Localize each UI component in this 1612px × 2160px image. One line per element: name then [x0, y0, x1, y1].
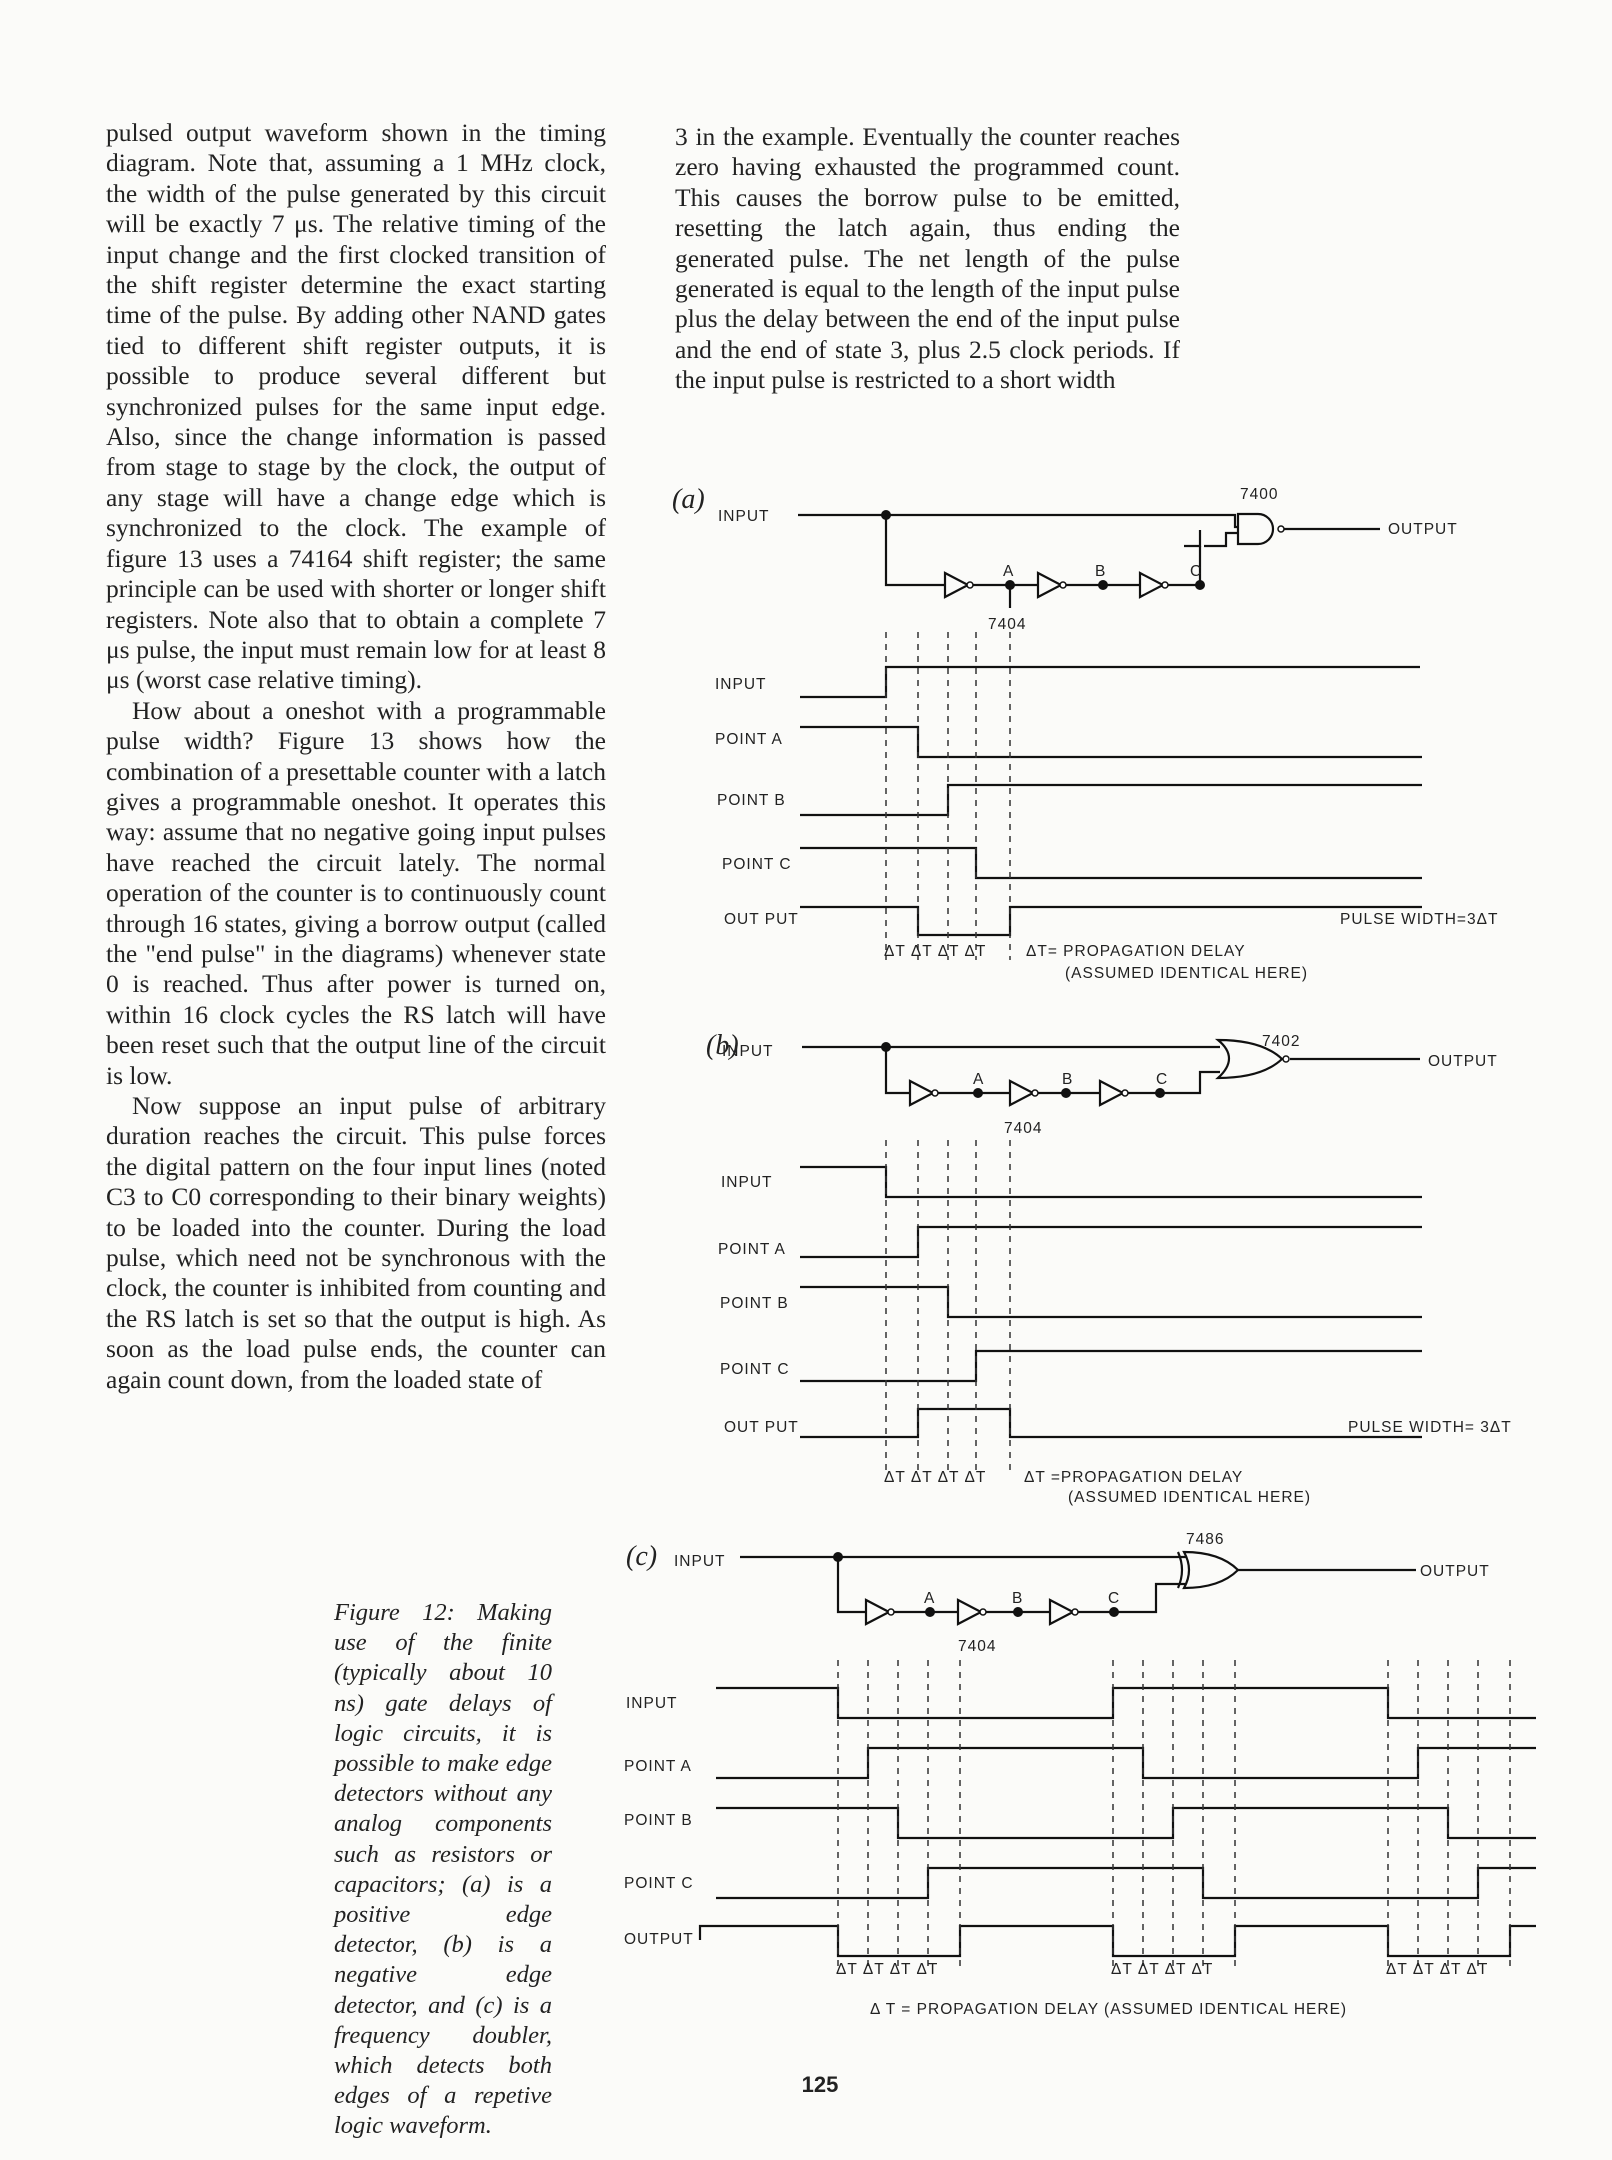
diagram-b-node-b: B [1062, 1071, 1073, 1088]
diagram-a-waveforms [800, 665, 1422, 937]
diagram-b-signal-input: INPUT [721, 1174, 773, 1191]
diagram-a-label: (a) [672, 484, 705, 515]
diagram-a-signal-point-a: POINT A [715, 731, 783, 748]
diagram-b-input-label: INPUT [722, 1043, 774, 1060]
diagram-b-waveforms [800, 1165, 1422, 1439]
diagram-c-delta-ticks-1: ΔT ΔT ΔT ΔT [836, 1961, 938, 1978]
diagram-a-gate-label: 7400 [1240, 486, 1278, 503]
left-text-column: pulsed output waveform shown in the timi… [106, 118, 606, 1395]
diagram-a-signal-output: OUT PUT [724, 911, 799, 928]
left-paragraph-1: pulsed output waveform shown in the timi… [106, 118, 606, 695]
diagram-b-output-label: OUTPUT [1428, 1053, 1498, 1070]
diagram-c-node-b: B [1012, 1590, 1023, 1607]
right-text-column: 3 in the example. Eventually the counter… [675, 122, 1180, 396]
diagram-c-output-label: OUTPUT [1420, 1563, 1490, 1580]
diagram-b-gate-label: 7402 [1262, 1033, 1300, 1050]
diagram-c-input-label: INPUT [674, 1553, 726, 1570]
diagram-a-note-2: (ASSUMED IDENTICAL HERE) [1065, 965, 1308, 982]
diagram-c-signal-point-c: POINT C [624, 1875, 694, 1892]
diagram-a-delta-ticks: ΔT ΔT ΔT ΔT [884, 943, 986, 960]
diagram-b-pulse-width: PULSE WIDTH= 3ΔT [1348, 1419, 1512, 1436]
diagram-a-signal-point-c: POINT C [722, 856, 792, 873]
diagram-c-label: (c) [626, 1541, 657, 1572]
diagram-b-circuit [802, 1038, 1420, 1107]
figure-caption: Figure 12: Making use of the finite (typ… [334, 1599, 552, 2140]
diagram-c-node-c: C [1108, 1590, 1120, 1607]
diagram-c-delta-ticks-2: ΔT ΔT ΔT ΔT [1111, 1961, 1213, 1978]
diagram-a-output-label: OUTPUT [1388, 521, 1458, 538]
diagram-a-input-label: INPUT [718, 508, 770, 525]
diagram-b: (b) INPUT 7402 OUTPUT 7404 A B C INPUT [706, 1030, 1512, 1506]
diagram-b-signal-point-a: POINT A [718, 1241, 786, 1258]
diagram-c-signal-point-b: POINT B [624, 1812, 693, 1829]
diagram-b-delta-ticks: ΔT ΔT ΔT ΔT [884, 1469, 986, 1486]
left-paragraph-2: How about a oneshot with a programmable … [106, 695, 606, 1090]
diagram-a-pulse-width: PULSE WIDTH=3ΔT [1340, 911, 1498, 928]
diagram-a-signal-point-b: POINT B [717, 792, 786, 809]
left-paragraph-3: Now suppose an input pulse of arbitrary … [106, 1091, 606, 1394]
diagram-b-node-c: C [1156, 1071, 1168, 1088]
diagram-b-signal-point-c: POINT C [720, 1361, 790, 1378]
diagram-a-node-a: A [1003, 563, 1014, 580]
diagram-c-signal-point-a: POINT A [624, 1758, 692, 1775]
diagram-c-gate-label: 7486 [1186, 1531, 1224, 1548]
diagram-b-note-1: ΔT =PROPAGATION DELAY [1024, 1469, 1243, 1486]
diagram-c-waveforms [698, 1686, 1536, 1958]
diagram-a-signal-input: INPUT [715, 676, 767, 693]
page-number: 125 [801, 2072, 839, 2097]
diagram-a-chip-label: 7404 [988, 616, 1026, 633]
diagram-a: (a) INPUT 7400 OUTPUT 7404 A B [672, 484, 1498, 982]
diagram-a-node-b: B [1095, 563, 1106, 580]
diagram-c-timing-markers [837, 1660, 1511, 1968]
diagram-b-note-2: (ASSUMED IDENTICAL HERE) [1068, 1489, 1311, 1506]
diagram-c: (c) INPUT 7486 OUTPUT 7404 A B C INPUT [624, 1531, 1536, 2018]
diagram-c-note: Δ T = PROPAGATION DELAY (ASSUMED IDENTIC… [870, 2001, 1347, 2018]
diagram-b-label: (b) [706, 1030, 739, 1061]
diagram-c-chip-label: 7404 [958, 1638, 996, 1655]
diagram-c-signal-input: INPUT [626, 1695, 678, 1712]
diagram-c-node-a: A [924, 1590, 935, 1607]
diagram-b-signal-output: OUT PUT [724, 1419, 799, 1436]
diagram-a-circuit [798, 512, 1380, 608]
diagram-c-delta-ticks-3: ΔT ΔT ΔT ΔT [1386, 1961, 1488, 1978]
diagram-b-signal-point-b: POINT B [720, 1295, 789, 1312]
diagram-b-node-a: A [973, 1071, 984, 1088]
diagram-c-signal-output: OUTPUT [624, 1931, 694, 1948]
diagram-a-note-1: ΔT= PROPAGATION DELAY [1026, 943, 1246, 960]
diagram-a-node-c: C [1190, 563, 1202, 580]
diagram-b-chip-label: 7404 [1004, 1120, 1042, 1137]
right-paragraph-1: 3 in the example. Eventually the counter… [675, 122, 1180, 395]
